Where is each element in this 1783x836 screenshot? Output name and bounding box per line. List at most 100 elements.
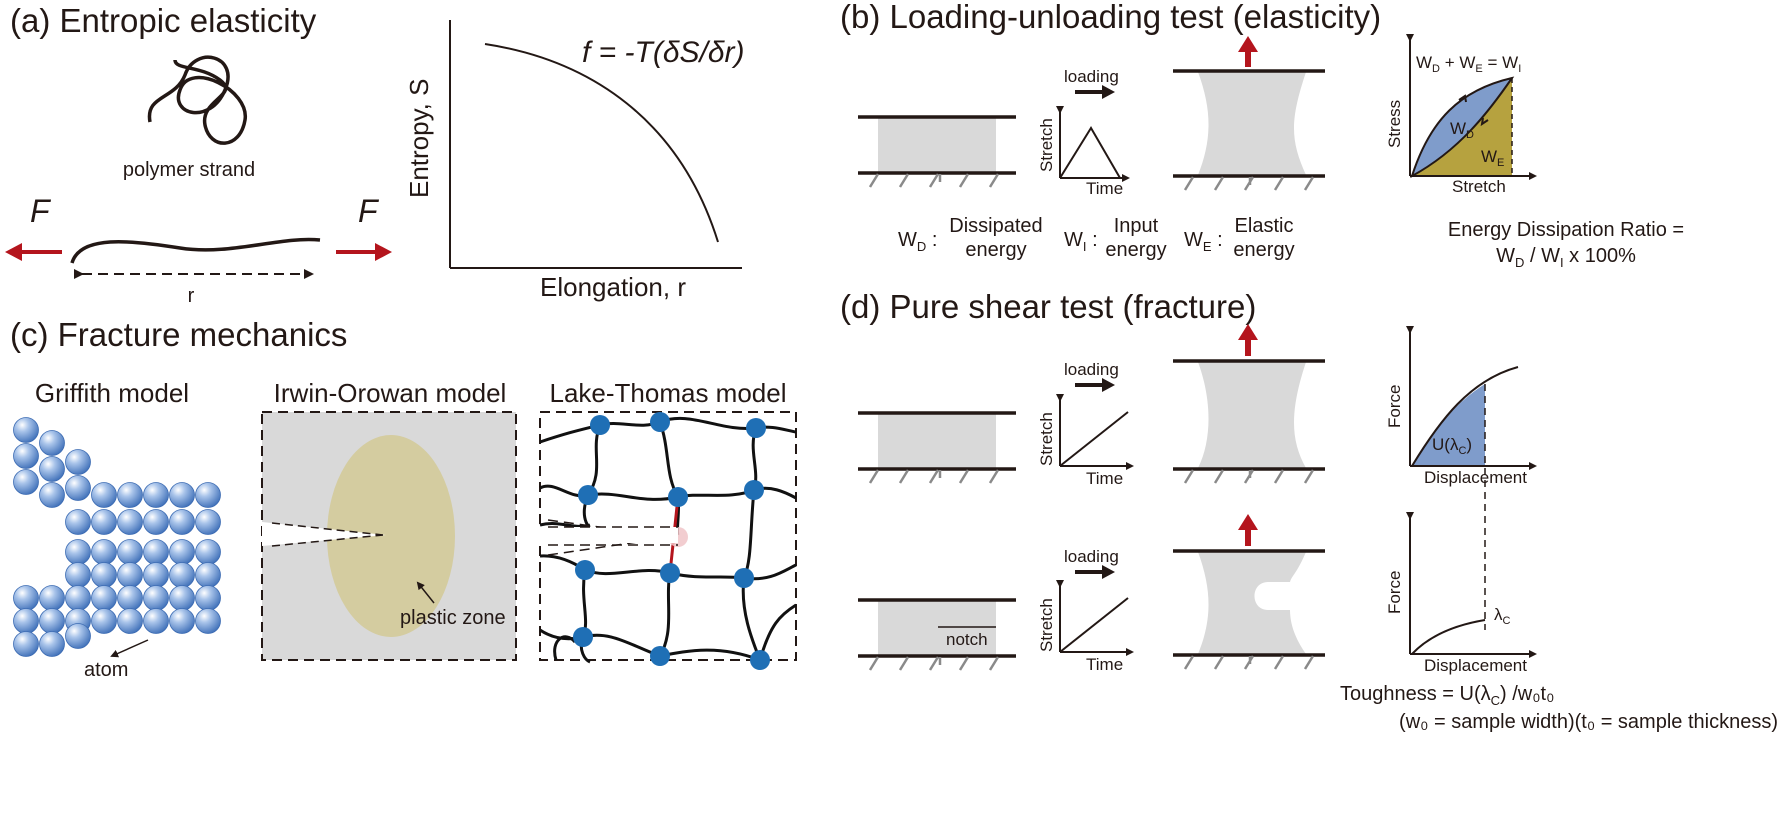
- atom-sphere: [65, 539, 91, 565]
- notched-sample: notch: [858, 598, 1016, 671]
- stretch-ylabel-1: Stretch: [1037, 412, 1056, 466]
- displacement-xlabel-2: Displacement: [1424, 656, 1527, 675]
- force-ylabel-1: Force: [1385, 385, 1404, 428]
- irwin-orowan-diagram: plastic zone: [261, 411, 517, 661]
- stretch-ylabel: Stretch: [1037, 118, 1056, 172]
- loading-label-2: loading: [1064, 547, 1119, 566]
- entropy-equation: f = -T(δS/δr): [582, 36, 745, 69]
- legend-wi-line2: energy: [1105, 239, 1166, 261]
- time-xlabel-2: Time: [1086, 655, 1123, 674]
- atom-sphere: [91, 585, 117, 611]
- atom-sphere: [65, 562, 91, 588]
- triangle-load-curve: [1059, 126, 1121, 179]
- atom-sphere: [169, 562, 195, 588]
- legend-wd-symbol: WD :: [898, 229, 937, 254]
- legend-wi-symbol: WI :: [1064, 229, 1098, 254]
- time-xlabel-1: Time: [1086, 469, 1123, 488]
- toughness-footnote: (w₀ = sample width)(t₀ = sample thicknes…: [1399, 711, 1778, 733]
- atom-sphere: [169, 509, 195, 535]
- force-displacement-chart-1: Force Displacement U(λC): [1385, 326, 1537, 630]
- stress-ylabel: Stress: [1385, 100, 1404, 148]
- atom-sphere: [117, 585, 143, 611]
- atom-sphere: [143, 509, 169, 535]
- legend-we-line1: Elastic: [1235, 215, 1294, 237]
- atom-sphere: [65, 475, 91, 501]
- atom-sphere: [117, 539, 143, 565]
- loading-arrow: [1075, 85, 1115, 99]
- panel-a: (a) Entropic elasticity polymer strand F…: [5, 2, 745, 307]
- atom-sphere: [13, 585, 39, 611]
- griffith-atom-lattice: [13, 417, 221, 657]
- irwin-model-label: Irwin-Orowan model: [274, 378, 507, 408]
- u-lambda-label: U(λC): [1432, 435, 1472, 457]
- we-area-label: WE: [1481, 147, 1504, 169]
- force-left-label: F: [30, 193, 52, 229]
- loading-ramp-chart-2: loading Stretch Time: [1037, 547, 1134, 674]
- atom-sphere: [65, 585, 91, 611]
- stretched-strand: [70, 237, 321, 264]
- atom-sphere: [13, 417, 39, 443]
- atom-sphere: [195, 585, 221, 611]
- legend-we-line2: energy: [1233, 239, 1294, 261]
- atom-sphere: [13, 631, 39, 657]
- atom-sphere: [13, 443, 39, 469]
- panel-a-title: (a) Entropic elasticity: [10, 2, 317, 39]
- atom-sphere: [143, 608, 169, 634]
- energy-legend: WD : Dissipated energy WI : Input energy…: [898, 215, 1295, 261]
- lake-thomas-diagram: [538, 411, 797, 670]
- atom-sphere: [117, 562, 143, 588]
- hysteresis-chart: Stress Stretch WD + WE = WI WD WE: [1385, 34, 1537, 196]
- toughness-equation: Toughness = U(λC) /w₀t₀: [1340, 683, 1554, 708]
- atom-sphere: [195, 562, 221, 588]
- panel-c-title: (c) Fracture mechanics: [10, 316, 347, 353]
- atom-sphere: [195, 608, 221, 634]
- crack: [262, 522, 386, 546]
- panel-d: (d) Pure shear test (fracture) loading S…: [840, 288, 1778, 733]
- plastic-zone-label: plastic zone: [400, 607, 506, 629]
- force-arrow-left: [5, 243, 62, 261]
- atom-sphere: [39, 585, 65, 611]
- atom-sphere: [117, 608, 143, 634]
- atom-sphere: [39, 482, 65, 508]
- entropy-chart: f = -T(δS/δr) Entropy, S Elongation, r: [404, 20, 745, 302]
- atom-sphere: [195, 539, 221, 565]
- loading-triangle-chart: loading Stretch Time: [1037, 67, 1130, 198]
- sample-unstretched: [858, 115, 1016, 188]
- force-ylabel-2: Force: [1385, 571, 1404, 614]
- atom-sphere: [91, 539, 117, 565]
- u-area: [1412, 384, 1485, 466]
- atom-sphere: [117, 482, 143, 508]
- atom-sphere: [169, 608, 195, 634]
- griffith-model-label: Griffith model: [35, 378, 189, 408]
- atom-sphere: [65, 623, 91, 649]
- legend-wi-line1: Input: [1114, 215, 1159, 237]
- stretch-ylabel-2: Stretch: [1037, 598, 1056, 652]
- force-arrow-right: [336, 243, 392, 261]
- panel-d-title: (d) Pure shear test (fracture): [840, 288, 1256, 325]
- lake-thomas-label: Lake-Thomas model: [550, 378, 787, 408]
- crosslink-nodes: [573, 412, 770, 670]
- atom-sphere: [91, 608, 117, 634]
- dissipation-ratio-line2: WD / WI x 100%: [1496, 245, 1636, 270]
- atom-sphere: [195, 482, 221, 508]
- stretch-xlabel: Stretch: [1452, 177, 1506, 196]
- force-right-label: F: [358, 193, 380, 229]
- legend-wd-line1: Dissipated: [949, 215, 1042, 237]
- atom-sphere: [13, 469, 39, 495]
- atom-sphere: [169, 482, 195, 508]
- force-displacement-chart-2: Force Displacement λC: [1385, 512, 1537, 675]
- atom-sphere: [65, 449, 91, 475]
- polymer-strand-coil: [147, 55, 247, 145]
- stretched-notched-sample: [1173, 514, 1325, 670]
- atom-sphere: [169, 539, 195, 565]
- panel-b-title: (b) Loading-unloading test (elasticity): [840, 0, 1381, 35]
- atom-label: atom: [84, 659, 128, 681]
- displacement-xlabel-1: Displacement: [1424, 468, 1527, 487]
- unnotched-sample: [858, 411, 1016, 484]
- legend-wd-line2: energy: [965, 239, 1026, 261]
- stretched-unnotched-sample: [1173, 324, 1325, 484]
- loading-label: loading: [1064, 67, 1119, 86]
- atom-sphere: [143, 539, 169, 565]
- polymer-strand-label: polymer strand: [123, 159, 255, 181]
